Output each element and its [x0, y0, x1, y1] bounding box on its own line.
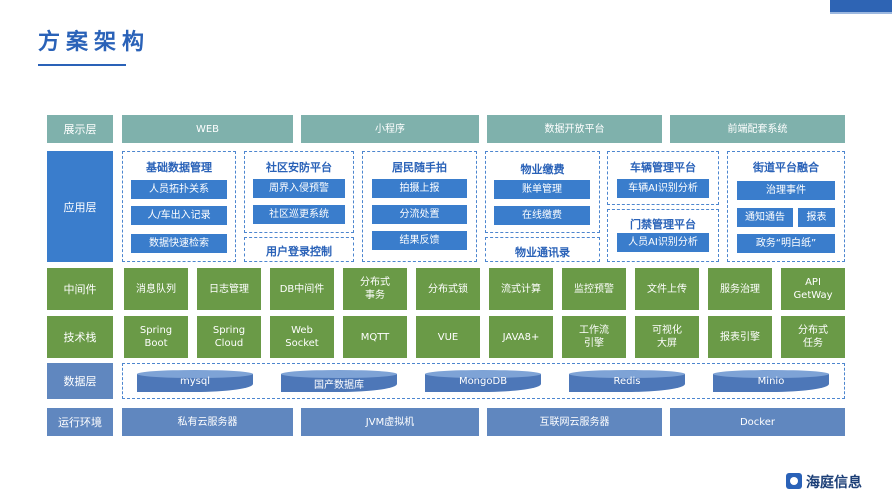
layer-label-middleware: 中间件: [47, 268, 113, 310]
app-group-basic-data: 基础数据管理 人员拓扑关系 人/车出入记录 数据快速检索: [122, 151, 236, 262]
app-item: 周界入侵预警: [253, 179, 345, 198]
app-item: 报表: [798, 208, 835, 227]
database-label: mysql: [180, 376, 210, 387]
runtime-internet-cloud: 互联网云服务器: [487, 408, 662, 436]
app-item: 治理事件: [737, 181, 835, 200]
app-item: 分流处置: [372, 205, 467, 224]
app-group-title: 车辆管理平台: [630, 161, 696, 174]
app-group-title: 物业缴费: [520, 163, 565, 176]
tech-item: 可视化 大屏: [635, 316, 699, 358]
database-cylinder: mysql: [137, 370, 253, 392]
tech-item: 工作流 引擎: [562, 316, 626, 358]
app-item: 在线缴费: [494, 206, 590, 225]
database-label: Minio: [757, 376, 785, 387]
database-label: Redis: [613, 376, 641, 387]
middleware-item: API GetWay: [781, 268, 845, 310]
middleware-item: 监控预警: [562, 268, 626, 310]
database-cylinder: 国产数据库: [281, 370, 397, 392]
layer-label-data: 数据层: [47, 363, 113, 399]
layer-label-runtime: 运行环境: [47, 408, 113, 436]
middleware-item: 服务治理: [708, 268, 772, 310]
app-group-snapshot: 居民随手拍 拍摄上报 分流处置 结果反馈: [362, 151, 477, 262]
app-subgroup-login: 用户登录控制: [244, 237, 354, 262]
corner-accent-line: [830, 12, 892, 14]
tech-item: MQTT: [343, 316, 407, 358]
middleware-item: 消息队列: [124, 268, 188, 310]
app-group-title: 社区安防平台: [266, 161, 332, 174]
tech-item: VUE: [416, 316, 480, 358]
tech-item: Web Socket: [270, 316, 334, 358]
middleware-item: 流式计算: [489, 268, 553, 310]
app-item: 人/车出入记录: [131, 206, 227, 225]
app-item: 通知通告: [737, 208, 793, 227]
data-layer-container: mysql 国产数据库 MongoDB Redis Minio: [122, 363, 845, 399]
app-item: 账单管理: [494, 180, 590, 199]
app-group-title: 街道平台融合: [753, 161, 819, 174]
display-miniprogram: 小程序: [301, 115, 479, 143]
layer-label-display: 展示层: [47, 115, 113, 143]
app-group-title: 门禁管理平台: [630, 218, 696, 231]
tech-item: 分布式 任务: [781, 316, 845, 358]
app-subgroup-title: 物业通讯录: [515, 246, 570, 259]
middleware-item: 分布式 事务: [343, 268, 407, 310]
app-group-street: 街道平台融合 治理事件 通知通告 报表 政务“明白纸”: [727, 151, 845, 262]
database-cylinder: Redis: [569, 370, 685, 392]
runtime-docker: Docker: [670, 408, 845, 436]
database-label: MongoDB: [458, 376, 508, 387]
app-item: 拍摄上报: [372, 179, 467, 198]
display-web: WEB: [122, 115, 293, 143]
tech-item: 报表引擎: [708, 316, 772, 358]
app-group-security: 社区安防平台 周界入侵预警 社区巡更系统: [244, 151, 354, 233]
app-group-title: 居民随手拍: [392, 161, 447, 174]
company-logo-icon: [786, 473, 802, 489]
app-subgroup-directory: 物业通讯录: [485, 237, 600, 262]
middleware-item: 文件上传: [635, 268, 699, 310]
runtime-private-cloud: 私有云服务器: [122, 408, 293, 436]
app-item: 车辆AI识别分析: [617, 179, 709, 198]
page-title: 方案架构: [38, 30, 151, 55]
database-cylinder: Minio: [713, 370, 829, 392]
layer-label-tech: 技术栈: [47, 316, 113, 358]
company-logo-text: 海庭信息: [806, 475, 862, 491]
middleware-item: 分布式锁: [416, 268, 480, 310]
display-open-data: 数据开放平台: [487, 115, 662, 143]
tech-item: Spring Cloud: [197, 316, 261, 358]
database-cylinder: MongoDB: [425, 370, 541, 392]
app-group-vehicle: 车辆管理平台 车辆AI识别分析: [607, 151, 719, 205]
app-item: 社区巡更系统: [253, 205, 345, 224]
database-label: 国产数据库: [314, 380, 364, 391]
tech-item: JAVA8+: [489, 316, 553, 358]
app-item: 政务“明白纸”: [737, 234, 835, 253]
middleware-item: DB中间件: [270, 268, 334, 310]
title-underline: [38, 64, 126, 66]
app-group-title: 基础数据管理: [146, 161, 212, 174]
tech-item: Spring Boot: [124, 316, 188, 358]
display-frontend: 前端配套系统: [670, 115, 845, 143]
runtime-jvm: JVM虚拟机: [301, 408, 479, 436]
app-group-access: 门禁管理平台 人员AI识别分析: [607, 209, 719, 262]
app-group-property-fee: 物业缴费 账单管理 在线缴费: [485, 151, 600, 233]
app-subgroup-title: 用户登录控制: [266, 245, 332, 258]
app-item: 结果反馈: [372, 231, 467, 250]
app-item: 人员拓扑关系: [131, 180, 227, 199]
middleware-item: 日志管理: [197, 268, 261, 310]
app-item: 人员AI识别分析: [617, 233, 709, 252]
app-item: 数据快速检索: [131, 234, 227, 253]
layer-label-application: 应用层: [47, 151, 113, 262]
corner-accent: [830, 0, 892, 12]
